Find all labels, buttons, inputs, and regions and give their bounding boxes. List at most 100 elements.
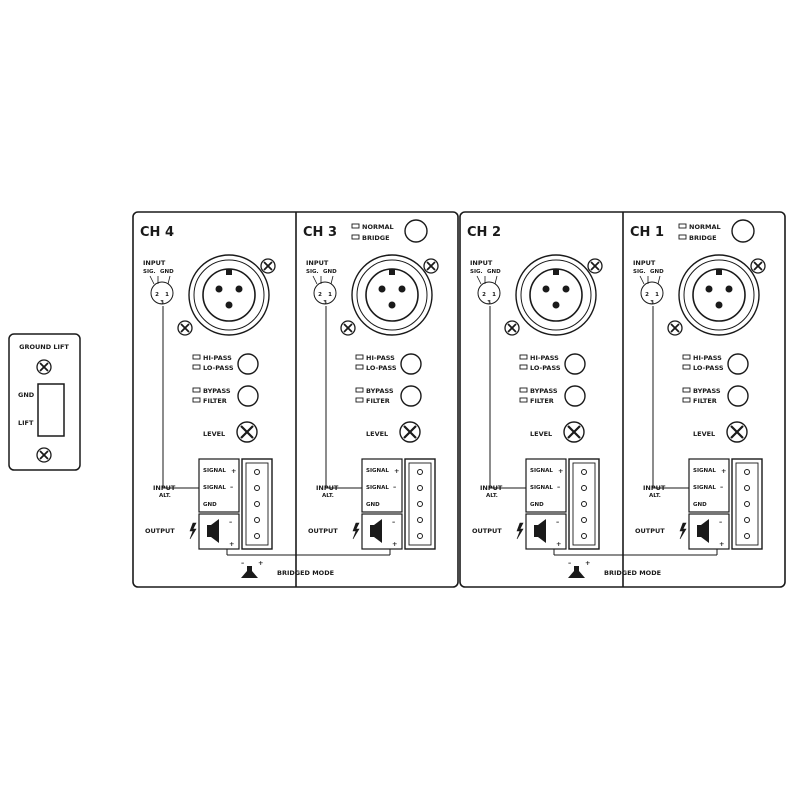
terminal-block-inner: [408, 462, 432, 546]
xlr-top-screw-icon: [260, 258, 276, 274]
xlr-pin-2: [705, 285, 713, 293]
lo-pass-indicator-icon: [682, 364, 691, 370]
xlr-face: [692, 268, 746, 322]
speaker-icon-cone: [211, 519, 219, 543]
filter-indicator-icon: [355, 397, 364, 403]
ground-lift-title: GROUND LIFT: [19, 343, 69, 351]
lightning-icon: [189, 522, 197, 540]
speaker-minus-sign: –: [719, 518, 722, 526]
xlr-bottom-screw-icon: [177, 320, 193, 336]
xlr-face: [365, 268, 419, 322]
bypass-filter-button[interactable]: [237, 385, 259, 407]
level-label: LEVEL: [366, 430, 388, 438]
xlr-face: [529, 268, 583, 322]
signal-terminal-box: [525, 458, 567, 513]
normal-bridge-button[interactable]: [731, 219, 755, 243]
signal-plus-sign: +: [231, 467, 236, 475]
level-knob-icon[interactable]: [563, 421, 585, 443]
terminal-screw-2: [581, 485, 587, 491]
bypass-label: BYPASS: [366, 387, 394, 395]
terminal-screw-5: [254, 533, 260, 539]
bypass-indicator-icon: [682, 387, 691, 393]
terminal-screw-2: [254, 485, 260, 491]
input-label: INPUT: [470, 259, 493, 267]
xlr-top-screw-icon: [587, 258, 603, 274]
signal-minus-sign: –: [230, 483, 233, 491]
speaker-icon-body: [207, 525, 211, 537]
speaker-icon-cone: [701, 519, 709, 543]
level-knob-icon[interactable]: [399, 421, 421, 443]
level-knob-mark-b: [567, 425, 581, 439]
channel-name: CH 1: [630, 225, 664, 240]
hi-pass-indicator-icon: [192, 354, 201, 360]
xlr-pin-3: [225, 301, 233, 309]
hi-lo-pass-button[interactable]: [727, 353, 749, 375]
ground-lift-switch[interactable]: [37, 383, 65, 437]
bridge-speaker-body: [574, 566, 579, 572]
lightning-icon: [679, 522, 687, 540]
bypass-filter-button[interactable]: [400, 385, 422, 407]
xlr-pin-3: [552, 301, 560, 309]
normal-indicator-icon: [678, 223, 687, 229]
signal-plus-sign: +: [558, 467, 563, 475]
terminal-block-inner: [245, 462, 269, 546]
input-alt-label: INPUT: [480, 484, 503, 492]
signal-minus-label: SIGNAL: [366, 485, 389, 491]
hi-pass-indicator-icon: [355, 354, 364, 360]
xlr-pin-1: [398, 285, 406, 293]
filter-label: FILTER: [203, 397, 227, 405]
pin-3-label: 3: [160, 300, 164, 306]
level-knob-mark-b: [240, 425, 254, 439]
lo-pass-indicator-icon: [355, 364, 364, 370]
bypass-filter-button[interactable]: [727, 385, 749, 407]
xlr-pin-2: [378, 285, 386, 293]
lift-label: LIFT: [18, 419, 34, 427]
terminal-screw-1: [744, 469, 750, 475]
xlr-ring: [520, 259, 592, 331]
input-pinout-icon: [640, 281, 664, 305]
output-label: OUTPUT: [635, 527, 665, 535]
bottom-screw-icon: [36, 447, 52, 463]
terminal-screw-5: [581, 533, 587, 539]
pin-1-label: 1: [655, 292, 659, 298]
output-label: OUTPUT: [308, 527, 338, 535]
xlr-pin-1: [235, 285, 243, 293]
terminal-screw-4: [254, 517, 260, 523]
bridge-indicator-icon: [678, 234, 687, 240]
signal-minus-sign: –: [393, 483, 396, 491]
alt-label: ALT.: [649, 493, 661, 499]
hi-lo-pass-button[interactable]: [564, 353, 586, 375]
terminal-block-inner: [735, 462, 759, 546]
terminal-screw-4: [744, 517, 750, 523]
gnd-label: GND: [18, 391, 35, 399]
hi-lo-pass-button[interactable]: [237, 353, 259, 375]
channel-name: CH 2: [467, 225, 501, 240]
hi-lo-pass-button[interactable]: [400, 353, 422, 375]
filter-label: FILTER: [693, 397, 717, 405]
level-knob-icon[interactable]: [726, 421, 748, 443]
bypass-label: BYPASS: [203, 387, 231, 395]
gnd-label: GND: [160, 269, 174, 275]
sig-label: SIG.: [143, 269, 156, 275]
pin-3-label: 3: [650, 300, 654, 306]
bypass-filter-button[interactable]: [564, 385, 586, 407]
bypass-indicator-icon: [192, 387, 201, 393]
filter-indicator-icon: [682, 397, 691, 403]
terminal-screw-5: [744, 533, 750, 539]
sig-label: SIG.: [306, 269, 319, 275]
hi-pass-label: HI-PASS: [366, 354, 395, 362]
level-knob-mark-b: [403, 425, 417, 439]
speaker-icon-body: [370, 525, 374, 537]
level-knob-icon[interactable]: [236, 421, 258, 443]
normal-bridge-button[interactable]: [404, 219, 428, 243]
input-pinout-icon: [313, 281, 337, 305]
filter-label: FILTER: [530, 397, 554, 405]
speaker-icon-body: [534, 525, 538, 537]
speaker-minus-sign: –: [556, 518, 559, 526]
pin-1-label: 1: [492, 292, 496, 298]
pinout-leads: [312, 275, 334, 285]
terminal-screw-2: [744, 485, 750, 491]
